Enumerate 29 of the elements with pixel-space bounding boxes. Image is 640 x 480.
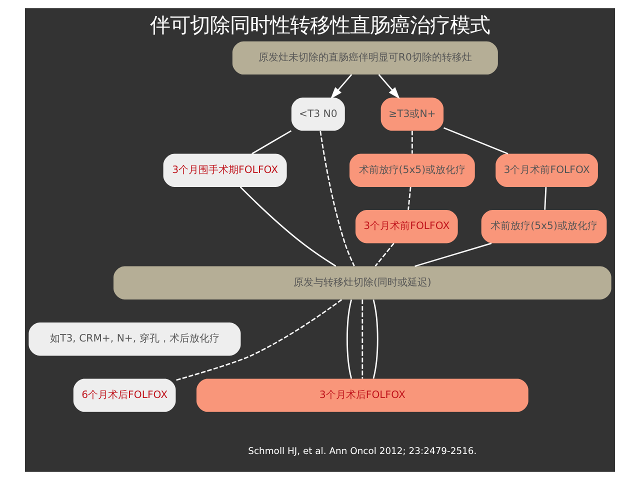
connector bbox=[412, 130, 413, 154]
node-box: 原发与转移灶切除(同时或延迟) bbox=[114, 266, 612, 300]
connector bbox=[374, 242, 394, 266]
connector bbox=[443, 127, 508, 154]
arrow bbox=[378, 74, 400, 99]
node-box: 3个月术前FOLFOX bbox=[496, 154, 598, 187]
label: Schmoll HJ, et al. Ann Oncol 2012; 23:2479-2516. bbox=[248, 446, 477, 457]
connector bbox=[320, 131, 355, 266]
connector bbox=[176, 299, 342, 381]
node-box: 3个月术后FOLFOX bbox=[196, 378, 528, 412]
node-box: 术前放疗(5x5)或放化疗 bbox=[481, 210, 607, 244]
connector bbox=[346, 299, 352, 379]
connector bbox=[240, 186, 336, 267]
node-box: 原发灶未切除的直肠癌伴明显可R0切除的转移灶 bbox=[232, 41, 498, 75]
connector bbox=[252, 130, 292, 154]
node-box: <T3 N0 bbox=[291, 98, 345, 131]
connector bbox=[414, 242, 492, 267]
connector bbox=[372, 299, 378, 379]
arrow bbox=[330, 74, 352, 99]
node-box: 术前放疗(5x5)或放化疗 bbox=[350, 154, 475, 187]
connector bbox=[408, 186, 412, 210]
node-box: 如T3, CRM+, N+, 穿孔，术后放化疗 bbox=[28, 322, 241, 356]
node-box: ≥T3或N+ bbox=[380, 98, 444, 131]
connector bbox=[362, 300, 364, 379]
connector bbox=[544, 187, 547, 210]
node-box: 3个月围手术期FOLFOX bbox=[163, 154, 287, 187]
node-box: 3个月术前FOLFOX bbox=[356, 210, 458, 244]
node-box: 6个月术后FOLFOX bbox=[73, 378, 176, 412]
diagram-title: 伴可切除同时性转移性直肠癌治疗模式 bbox=[150, 12, 490, 37]
